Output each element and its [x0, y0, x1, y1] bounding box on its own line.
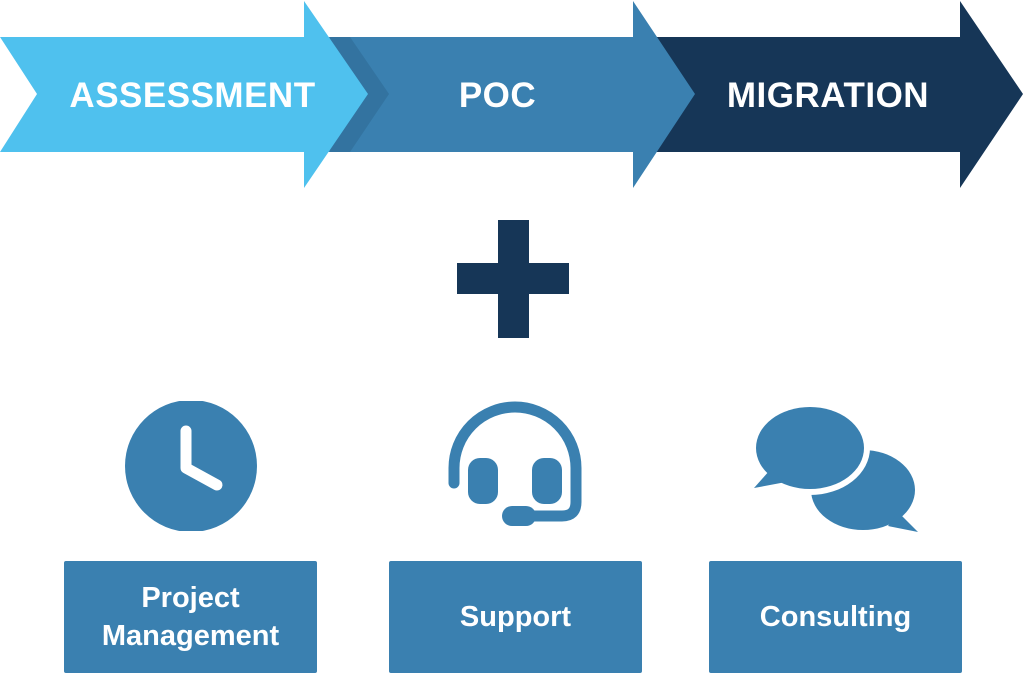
migration-arrow	[640, 1, 1023, 188]
phase-label-migration: MIGRATION	[726, 76, 930, 115]
service-label: Support	[459, 601, 572, 633]
service-project-management: Project Management	[64, 561, 317, 673]
phase-label-poc: POC	[458, 76, 537, 115]
clock-icon	[125, 401, 257, 531]
service-consulting: Consulting	[709, 561, 962, 673]
chat-bubbles-icon	[750, 402, 918, 532]
plus-horizontal-bar	[457, 263, 569, 294]
poc-arrow	[320, 1, 695, 188]
assessment-arrow	[0, 1, 368, 188]
service-label-line: Management	[101, 620, 280, 652]
headset-icon	[448, 401, 582, 526]
phase-label-assessment: ASSESSMENT	[69, 76, 316, 115]
service-label: Consulting	[759, 601, 912, 633]
phase-arrows	[0, 1, 1023, 188]
service-support: Support	[389, 561, 642, 673]
service-label-line: Project	[141, 582, 240, 614]
